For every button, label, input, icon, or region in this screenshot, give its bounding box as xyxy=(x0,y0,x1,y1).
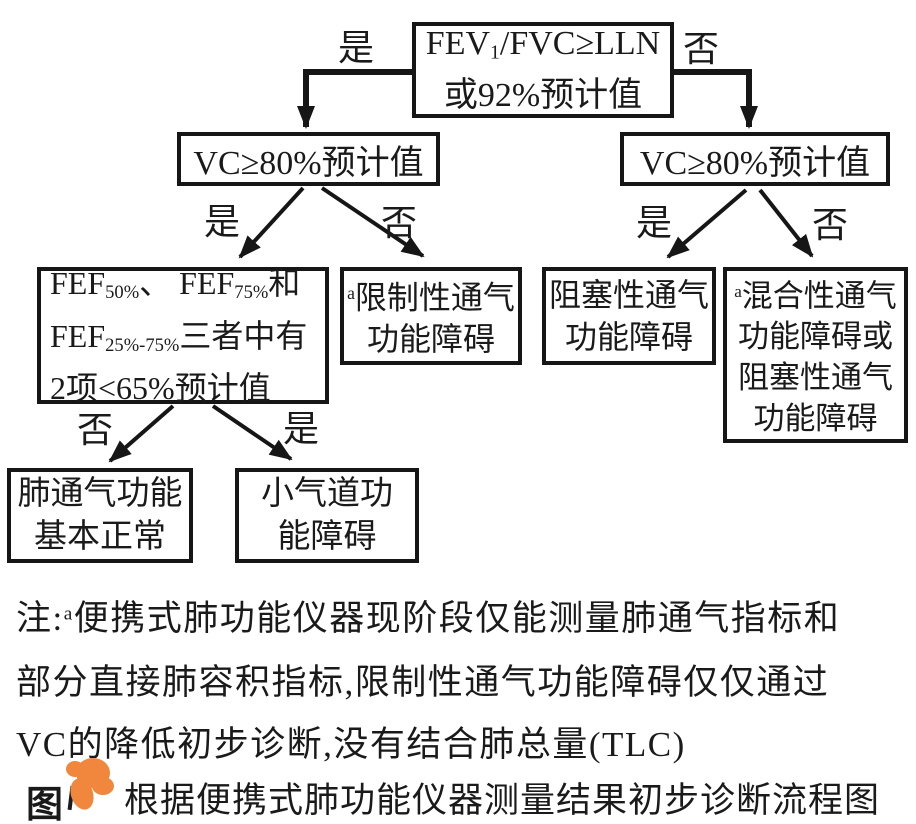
node-fef-criterion: FEF50%、 FEF75%和 FEF25%-75%三者中有 2项<65%预计值 xyxy=(37,265,329,406)
node-line: VC≥80%预计值 xyxy=(193,144,424,182)
arrow-vc-left-yes xyxy=(238,186,305,259)
arrow-vc-right-yes xyxy=(666,188,748,259)
figure-label: 图 xyxy=(26,785,63,824)
footnote-marker-a: a xyxy=(734,281,742,301)
fef-text: 和 xyxy=(268,265,301,302)
node-line: 基本正常 xyxy=(34,518,166,555)
caption-text: 根据便携式肺功能仪器测量结果初步诊断流程图 xyxy=(124,781,881,820)
fvc-lln-text: /FVC≥LLN xyxy=(499,24,661,62)
figure-caption: 图 根据便携式肺功能仪器测量结果初步诊断流程图 xyxy=(0,758,916,824)
arrow-root-to-vc-left xyxy=(297,69,414,129)
node-line: 功能障碍 xyxy=(753,401,878,437)
node-line: FEV1/FVC≥LLN xyxy=(426,22,660,74)
branch-label-yes-fef: 是 xyxy=(282,409,319,449)
node-line: a限制性通气 xyxy=(347,272,515,319)
branch-label-no-fef: 否 xyxy=(76,410,113,450)
node-line: 阻塞性通气 xyxy=(738,360,893,396)
node-line: FEF50%、 FEF75%和 xyxy=(50,262,300,314)
fef-subscript-75: 75% xyxy=(234,282,269,304)
node-text: 限制性通气 xyxy=(354,279,515,316)
node-line: 功能障碍或 xyxy=(738,319,893,355)
node-line: FEF25%-75%三者中有 xyxy=(50,315,307,367)
node-line: VC≥80%预计值 xyxy=(639,144,871,182)
node-line: a混合性通气 xyxy=(734,271,897,316)
orange-blob-sticker xyxy=(66,758,114,810)
note-line-1: 注:a便携式肺功能仪器现阶段仅能测量肺通气指标和 xyxy=(16,590,840,641)
branch-label-yes-vc-right: 是 xyxy=(635,203,672,243)
branch-label-no-vc-right: 否 xyxy=(811,205,848,245)
fef-text: FEF xyxy=(50,317,106,354)
node-normal-function: 肺通气功能 基本正常 xyxy=(7,468,193,563)
fef-subscript-25-75: 25%-75% xyxy=(105,334,180,356)
arrow-root-to-vc-right xyxy=(672,69,758,129)
node-line: 功能障碍 xyxy=(366,321,495,358)
node-mixed-impairment: a混合性通气 功能障碍或 阻塞性通气 功能障碍 xyxy=(723,267,908,443)
node-line: 功能障碍 xyxy=(564,319,693,355)
arrow-vc-right-no xyxy=(758,188,814,258)
node-line: 能障碍 xyxy=(277,518,377,555)
node-vc-check-right: VC≥80%预计值 xyxy=(620,132,890,186)
note-label: 注: xyxy=(16,599,64,638)
branch-label-no-vc-left: 否 xyxy=(380,203,417,243)
node-line: 或92%预计值 xyxy=(443,77,643,115)
footnote-marker-a: a xyxy=(347,282,355,303)
node-line: 2项<65%预计值 xyxy=(50,369,271,406)
node-vc-check-left: VC≥80%预计值 xyxy=(177,132,440,186)
branch-label-yes-vc-left: 是 xyxy=(203,202,240,242)
footnote-marker-a: a xyxy=(63,603,74,625)
node-obstructive-impairment: 阻塞性通气 功能障碍 xyxy=(542,267,716,365)
fef-text: 、 FEF xyxy=(139,265,235,302)
fef-text: 三者中有 xyxy=(179,317,308,354)
note-line-2: 部分直接肺容积指标,限制性通气功能障碍仅仅通过 xyxy=(16,663,830,702)
note-line-3: VC的降低初步诊断,没有结合肺总量(TLC) xyxy=(16,725,686,764)
node-fev1-fvc-criterion: FEV1/FVC≥LLN 或92%预计值 xyxy=(412,22,674,118)
node-line: 肺通气功能 xyxy=(17,475,183,512)
fev-text: FEV xyxy=(425,24,491,62)
fev-subscript: 1 xyxy=(490,41,500,64)
node-restrictive-impairment: a限制性通气 功能障碍 xyxy=(340,267,522,365)
branch-label-yes-root-left: 是 xyxy=(337,28,374,68)
node-line: 小气道功 xyxy=(261,475,393,512)
arrow-fef-no xyxy=(108,404,175,463)
node-line: 阻塞性通气 xyxy=(548,277,709,313)
node-text: 混合性通气 xyxy=(741,278,897,314)
note-text: 便携式肺功能仪器现阶段仅能测量肺通气指标和 xyxy=(73,599,841,638)
fef-subscript-50: 50% xyxy=(105,282,140,304)
fef-text: FEF xyxy=(50,265,106,302)
node-small-airway-dysfunction: 小气道功 能障碍 xyxy=(235,468,419,563)
branch-label-no-root-right: 否 xyxy=(682,29,719,69)
